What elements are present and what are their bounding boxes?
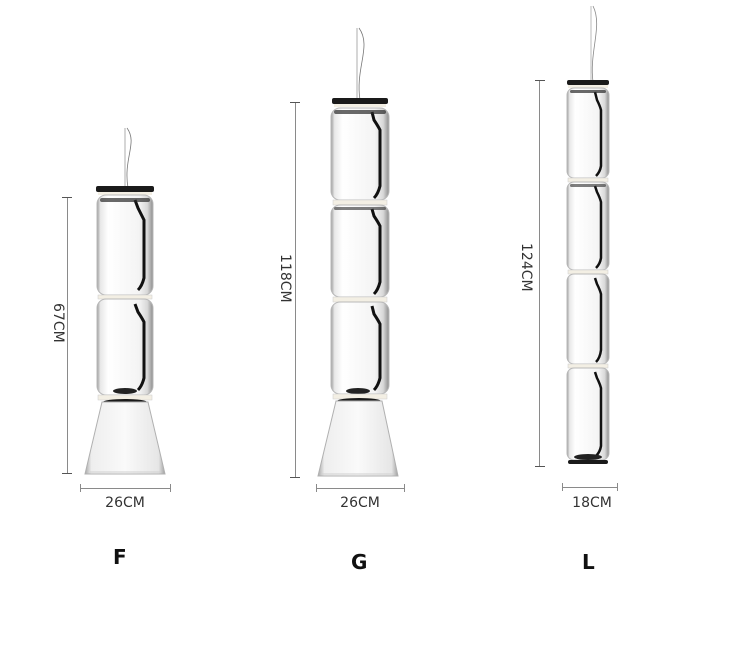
height-dimension-tick-bottom [535,466,545,467]
height-dimension-line [67,197,68,474]
height-label: 124CM [518,243,534,292]
width-label: 26CM [105,495,145,511]
height-dimension-line [295,102,296,478]
height-dimension-tick-top [62,197,72,198]
model-label: G [351,550,368,574]
lamp-g-illustration [317,98,399,477]
model-label: F [113,545,127,569]
height-label: 67CM [50,303,66,343]
width-dimension-tick-left [316,484,317,492]
model-label: L [582,550,595,574]
width-dimension-tick-left [562,483,563,491]
width-dimension-tick-right [617,483,618,491]
lamp-f-illustration [84,186,166,475]
width-dimension-tick-left [80,484,81,492]
lamp-l-illustration [566,80,610,464]
width-dimension-line [80,488,171,489]
width-dimension-tick-right [170,484,171,492]
height-dimension-tick-bottom [62,473,72,474]
height-dimension-tick-top [535,80,545,81]
height-label: 118CM [277,254,293,303]
width-dimension-line [562,487,618,488]
width-dimension-tick-right [404,484,405,492]
height-dimension-line [539,80,540,467]
cable-icon [356,27,365,101]
height-dimension-tick-bottom [290,477,300,478]
cable-icon [124,127,132,189]
height-dimension-tick-top [290,102,300,103]
cable-icon [590,5,598,83]
width-label: 26CM [340,495,380,511]
width-dimension-line [316,488,405,489]
width-label: 18CM [572,495,612,511]
